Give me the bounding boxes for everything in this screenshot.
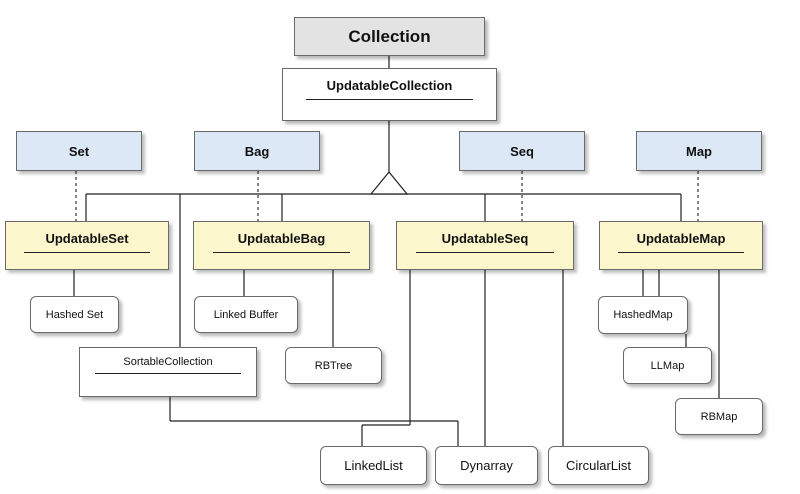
set-interface-node: Set	[16, 131, 142, 171]
dynarray-label: Dynarray	[460, 458, 513, 473]
hashed-map-node: HashedMap	[598, 296, 688, 334]
linked-buffer-node: Linked Buffer	[194, 296, 298, 333]
map-interface-label: Map	[686, 143, 712, 159]
updatable-map-label: UpdatableMap	[636, 231, 726, 246]
hashed-set-label: Hashed Set	[45, 308, 104, 321]
bag-interface-node: Bag	[194, 131, 320, 171]
updatable-set-node: UpdatableSet	[5, 221, 169, 270]
rbtree-label: RBTree	[314, 359, 353, 372]
updatable-seq-label: UpdatableSeq	[441, 231, 529, 246]
title-underline	[617, 252, 745, 253]
llmap-node: LLMap	[623, 347, 712, 384]
dynarray-node: Dynarray	[435, 446, 538, 485]
collection-label: Collection	[348, 26, 431, 46]
updatable-collection-node: UpdatableCollection	[282, 68, 497, 121]
title-underline	[23, 252, 151, 253]
title-underline	[94, 373, 242, 374]
bag-interface-label: Bag	[244, 143, 270, 159]
updatable-set-label: UpdatableSet	[45, 231, 129, 246]
updatable-bag-node: UpdatableBag	[193, 221, 370, 270]
linked-list-label: LinkedList	[344, 458, 403, 473]
rbmap-label: RBMap	[700, 410, 738, 423]
sortable-collection-label: SortableCollection	[123, 356, 213, 368]
set-interface-label: Set	[68, 143, 90, 159]
updatable-map-node: UpdatableMap	[599, 221, 763, 270]
circular-list-node: CircularList	[548, 446, 649, 485]
rbmap-node: RBMap	[675, 398, 763, 435]
updatable-seq-node: UpdatableSeq	[396, 221, 574, 270]
title-underline	[213, 252, 350, 253]
collection-node: Collection	[294, 17, 485, 56]
title-underline	[306, 99, 473, 100]
hashed-map-label: HashedMap	[613, 309, 673, 321]
rbtree-node: RBTree	[285, 347, 382, 384]
updatable-collection-label: UpdatableCollection	[326, 78, 453, 93]
sortable-collection-node: SortableCollection	[79, 347, 257, 397]
seq-interface-label: Seq	[510, 143, 534, 159]
updatable-bag-label: UpdatableBag	[237, 231, 326, 246]
linked-buffer-label: Linked Buffer	[213, 308, 279, 321]
seq-interface-node: Seq	[459, 131, 585, 171]
llmap-label: LLMap	[650, 359, 685, 372]
linked-list-node: LinkedList	[320, 446, 427, 485]
title-underline	[416, 252, 554, 253]
hashed-set-node: Hashed Set	[30, 296, 119, 333]
map-interface-node: Map	[636, 131, 762, 171]
circular-list-label: CircularList	[565, 458, 631, 473]
